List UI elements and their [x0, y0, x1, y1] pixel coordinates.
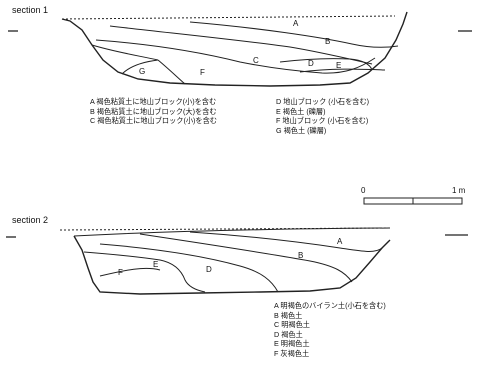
s2-letter-D: D — [206, 265, 212, 274]
legend-item: C 褐色粘質土に地山ブロック(小)を含む — [90, 116, 217, 126]
legend-item: B 褐色粘質土に地山ブロック(大)を含む — [90, 106, 217, 116]
scale-end-label: 1 m — [452, 186, 466, 195]
legend-item: A 褐色粘質土に地山ブロック(小)を含む — [90, 97, 217, 106]
section-2-title: section 2 — [12, 215, 49, 225]
s1-letter-G: G — [139, 67, 145, 76]
section-1-legend-left: A 褐色粘質土に地山ブロック(小)を含む B 褐色粘質土に地山ブロック(大)を含… — [90, 97, 217, 126]
s2-letter-B: B — [298, 251, 303, 260]
legend-item: E 褐色土 (礫層) — [276, 106, 326, 116]
s1-letter-B: B — [325, 37, 330, 46]
legend-item: D 褐色土 — [274, 329, 303, 339]
s1-letter-C: C — [253, 56, 259, 65]
s1-letter-F: F — [200, 68, 205, 77]
s2-letter-E: E — [153, 260, 158, 269]
legend-item: E 明褐色土 — [274, 339, 310, 349]
section-1-title: section 1 — [12, 5, 49, 15]
section-1-boundary-C — [95, 39, 376, 74]
section-2-legend: A 明褐色のバイラン土(小石を含む) B 褐色土 C 明褐色土 D 褐色土 E … — [274, 301, 386, 359]
scale-bar-outline — [363, 197, 463, 205]
section-1-boundary-G2 — [121, 59, 159, 75]
section-1-boundary-E — [299, 68, 386, 73]
legend-item: B 褐色土 — [274, 310, 303, 320]
legend-item: D 地山ブロック (小石を含む) — [276, 97, 370, 106]
legend-item: C 明褐色土 — [274, 320, 310, 330]
legend-item: A 明褐色のバイラン土(小石を含む) — [274, 301, 386, 310]
section-2-pit-outline — [73, 235, 391, 295]
section-1-boundary-D — [279, 58, 373, 71]
s2-letter-A: A — [337, 237, 343, 246]
section-1-boundary-A — [189, 21, 399, 48]
section-2-rim — [73, 227, 391, 237]
legend-item: F 地山ブロック (小石を含む) — [276, 116, 369, 126]
section-1-boundary-G — [157, 59, 186, 85]
section-2-boundary-4 — [83, 251, 206, 293]
s1-letter-E: E — [336, 61, 341, 70]
section-1-boundary-F — [91, 44, 159, 61]
legend-item: F 灰褐色土 — [274, 348, 310, 358]
s1-letter-A: A — [293, 19, 299, 28]
section-1-surface-line — [61, 15, 396, 20]
section-1-legend-right: D 地山ブロック (小石を含む) E 褐色土 (礫層) F 地山ブロック (小石… — [276, 97, 369, 135]
section-1-pit-outline — [61, 11, 408, 87]
section-1-boundary-B — [109, 25, 373, 65]
s1-letter-D: D — [308, 59, 314, 68]
scale-start-label: 0 — [361, 186, 366, 195]
section-2-boundary-1 — [139, 233, 353, 283]
s2-letter-F: F — [118, 268, 123, 277]
section-2-boundary-5 — [99, 267, 161, 277]
section-2-boundary-3 — [99, 243, 279, 293]
legend-item: G 褐色土 (礫層) — [276, 125, 327, 135]
section-2-boundary-2 — [189, 231, 383, 252]
